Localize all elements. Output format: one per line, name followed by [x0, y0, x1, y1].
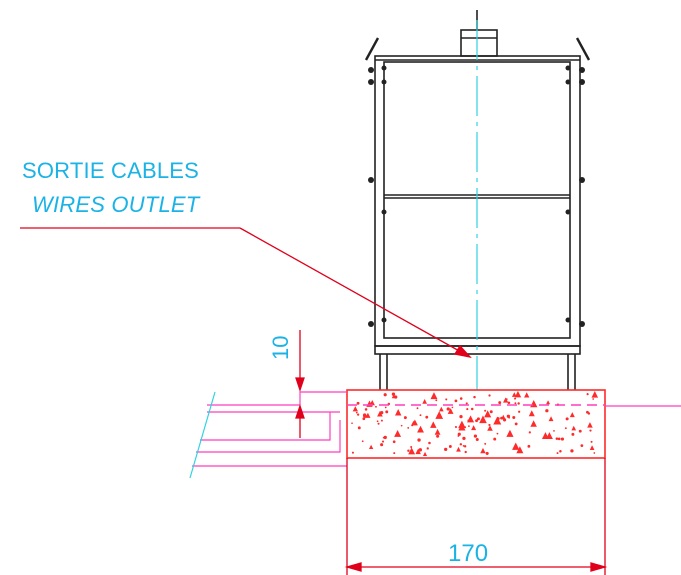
outlet-label-en: WIRES OUTLET — [32, 192, 200, 217]
dimension-offset-label: 10 — [268, 335, 293, 360]
concrete-slab — [346, 389, 606, 459]
outlet-label-fr: SORTIE CABLES — [22, 158, 200, 183]
outlet-leader — [20, 227, 472, 359]
break-line — [189, 391, 216, 479]
dimension-170-lines — [344, 458, 608, 575]
cabinet-bolts — [368, 65, 585, 327]
ground-lines — [192, 391, 681, 467]
dimension-width-label: 170 — [448, 540, 489, 567]
dimension-10-lines — [295, 330, 305, 438]
